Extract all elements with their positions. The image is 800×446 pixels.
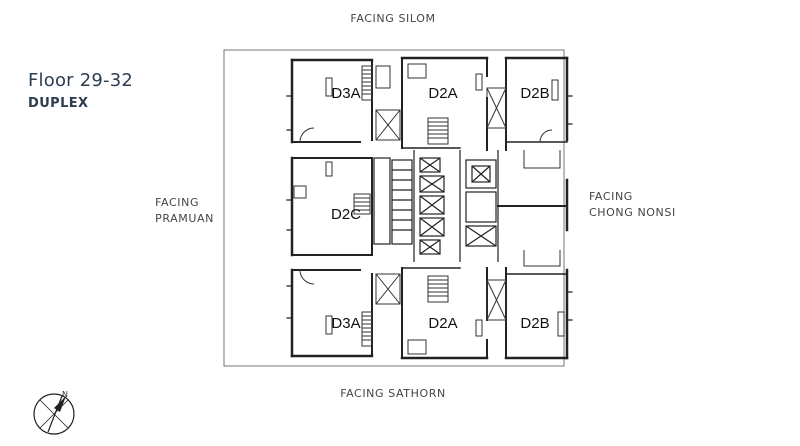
unit-label-bottom-left: D3A [331,315,360,332]
facing-south-label: FACING SATHORN [340,387,446,400]
facing-north-label: FACING SILOM [350,12,436,25]
floor-title: Floor 29-32 [28,70,134,91]
building-walls [286,56,573,360]
unit-label-bottom-mid: D2A [428,315,457,332]
building-core [373,150,499,262]
unit-label-mid-left: D2C [331,206,361,223]
floor-subtitle: DUPLEX [28,96,89,111]
bottom-details [299,250,565,355]
facing-east-line-1: FACING [589,190,633,203]
facing-west-line-1: FACING [155,196,200,209]
compass-north-label: N [62,390,68,399]
unit-label-top-left: D3A [331,85,360,102]
site-boundary [223,49,565,367]
mid-left-details [293,161,371,215]
facing-west-line-2: PRAMUAN [155,212,214,225]
unit-label-top-mid: D2A [428,85,457,102]
unit-label-bottom-right: D2B [520,315,549,332]
unit-label-top-right: D2B [520,85,549,102]
compass-icon: N [33,390,75,435]
facing-west-label: FACING PRAMUAN [155,195,214,227]
facing-east-label: FACING CHONG NONSI [589,189,676,221]
top-left-details [299,65,401,143]
top-right-details [407,63,561,169]
facing-east-line-2: CHONG NONSI [589,206,676,219]
